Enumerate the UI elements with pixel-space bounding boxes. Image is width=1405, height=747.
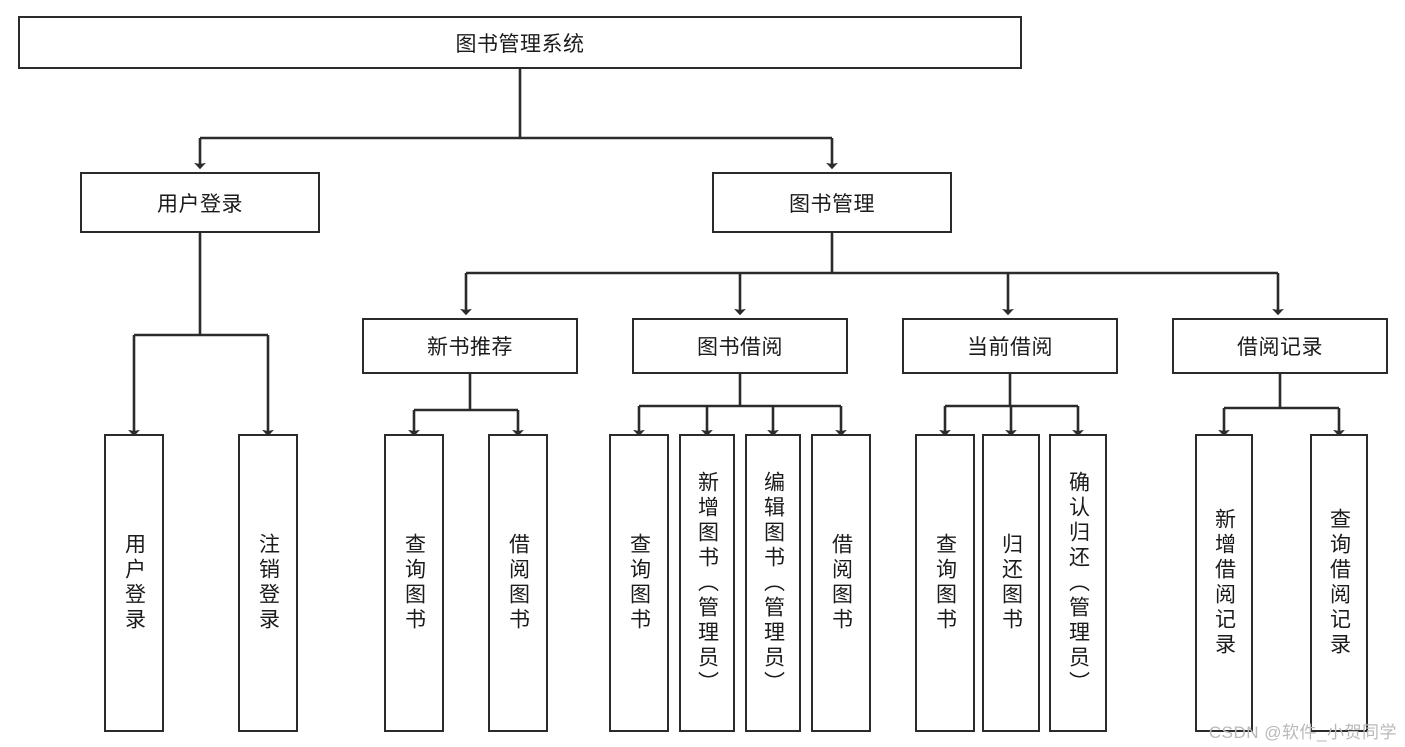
node-new-book-rec[interactable]: 新书推荐 xyxy=(362,318,578,374)
node-root[interactable]: 图书管理系统 xyxy=(18,16,1022,69)
node-leaf-add-book-label: 新增图书（管理员） xyxy=(695,470,719,696)
node-leaf-edit-book[interactable]: 编辑图书（管理员） xyxy=(745,434,801,732)
watermark-text: CSDN @软件_小贺同学 xyxy=(1208,723,1397,742)
node-borrow-record[interactable]: 借阅记录 xyxy=(1172,318,1388,374)
node-book-borrow[interactable]: 图书借阅 xyxy=(632,318,848,374)
node-leaf-add-record[interactable]: 新增借阅记录 xyxy=(1195,434,1253,732)
node-leaf-query-book-3[interactable]: 查询图书 xyxy=(915,434,975,732)
node-leaf-query-book-1[interactable]: 查询图书 xyxy=(384,434,444,732)
node-new-book-rec-label: 新书推荐 xyxy=(427,336,513,359)
node-leaf-borrow-book-2-label: 借阅图书 xyxy=(829,533,853,633)
node-current-borrow-label: 当前借阅 xyxy=(967,336,1053,359)
node-leaf-query-record[interactable]: 查询借阅记录 xyxy=(1310,434,1368,732)
node-leaf-return-book-label: 归还图书 xyxy=(999,533,1023,633)
node-leaf-query-book-1-label: 查询图书 xyxy=(402,533,426,633)
node-leaf-borrow-book-2[interactable]: 借阅图书 xyxy=(811,434,871,732)
node-leaf-return-book[interactable]: 归还图书 xyxy=(982,434,1040,732)
node-leaf-query-book-2[interactable]: 查询图书 xyxy=(609,434,669,732)
node-user-login-label: 用户登录 xyxy=(157,192,243,216)
node-root-label: 图书管理系统 xyxy=(455,32,585,56)
node-book-manage[interactable]: 图书管理 xyxy=(712,172,952,233)
node-leaf-edit-book-label: 编辑图书（管理员） xyxy=(761,470,785,696)
node-leaf-confirm-return-label: 确认归还（管理员） xyxy=(1066,470,1090,696)
node-leaf-user-logout[interactable]: 注销登录 xyxy=(238,434,298,732)
node-borrow-record-label: 借阅记录 xyxy=(1237,336,1323,359)
node-book-borrow-label: 图书借阅 xyxy=(697,336,783,359)
node-leaf-user-logout-label: 注销登录 xyxy=(256,533,280,633)
node-leaf-query-book-2-label: 查询图书 xyxy=(627,533,651,633)
node-leaf-add-record-label: 新增借阅记录 xyxy=(1212,508,1236,658)
node-leaf-borrow-book-1-label: 借阅图书 xyxy=(506,533,530,633)
node-leaf-user-login-label: 用户登录 xyxy=(122,533,146,633)
node-leaf-query-book-3-label: 查询图书 xyxy=(933,533,957,633)
node-current-borrow[interactable]: 当前借阅 xyxy=(902,318,1118,374)
node-leaf-confirm-return[interactable]: 确认归还（管理员） xyxy=(1049,434,1107,732)
node-user-login[interactable]: 用户登录 xyxy=(80,172,320,233)
node-leaf-borrow-book-1[interactable]: 借阅图书 xyxy=(488,434,548,732)
node-leaf-query-record-label: 查询借阅记录 xyxy=(1327,508,1351,658)
node-book-manage-label: 图书管理 xyxy=(789,192,875,216)
node-leaf-user-login[interactable]: 用户登录 xyxy=(104,434,164,732)
node-leaf-add-book[interactable]: 新增图书（管理员） xyxy=(679,434,735,732)
